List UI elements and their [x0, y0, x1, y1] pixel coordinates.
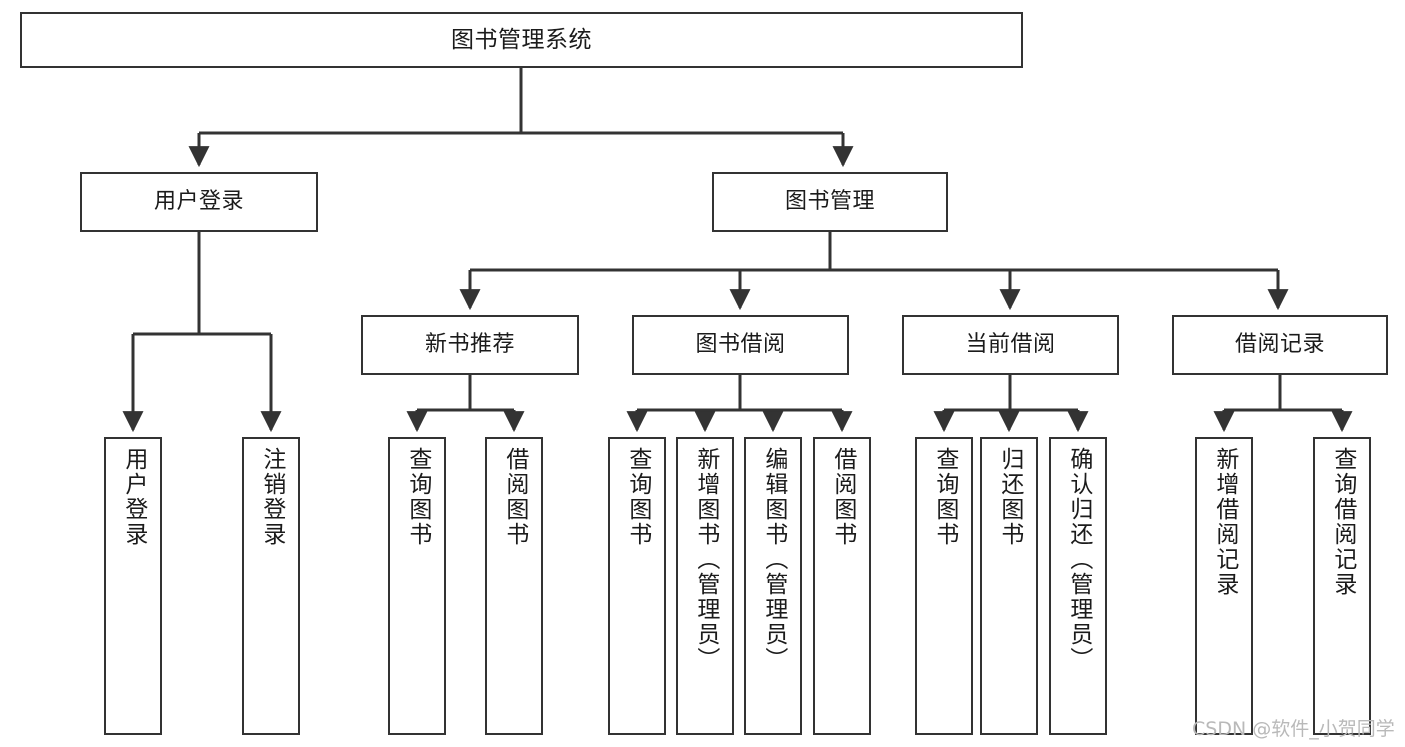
- leaf-logout[interactable]: 注销登录: [242, 437, 300, 735]
- node-user-login[interactable]: 用户登录: [80, 172, 318, 232]
- node-label: 借阅记录: [1234, 332, 1325, 358]
- node-label: 借阅图书: [501, 447, 528, 547]
- leaf-br-query-record[interactable]: 查询借阅记录: [1313, 437, 1371, 735]
- node-book-management[interactable]: 图书管理: [712, 172, 948, 232]
- leaf-cb-query-book[interactable]: 查询图书: [915, 437, 973, 735]
- node-label: 编辑图书（管理员）: [760, 447, 787, 672]
- node-label: 新书推荐: [424, 332, 515, 358]
- node-label: 归还图书: [996, 447, 1023, 547]
- leaf-bb-query-book[interactable]: 查询图书: [608, 437, 666, 735]
- node-current-borrow[interactable]: 当前借阅: [902, 315, 1119, 375]
- node-label: 注销登录: [258, 447, 285, 547]
- leaf-cb-return-book[interactable]: 归还图书: [980, 437, 1038, 735]
- node-label: 查询图书: [404, 447, 431, 547]
- leaf-br-add-record[interactable]: 新增借阅记录: [1195, 437, 1253, 735]
- node-label: 用户登录: [153, 189, 244, 215]
- node-label: 图书借阅: [695, 332, 786, 358]
- node-label: 图书管理系统: [451, 26, 592, 53]
- node-label: 新增借阅记录: [1211, 447, 1238, 597]
- node-root-system[interactable]: 图书管理系统: [20, 12, 1023, 68]
- node-label: 用户登录: [120, 447, 147, 547]
- node-label: 确认归还（管理员）: [1065, 447, 1092, 672]
- node-label: 查询图书: [624, 447, 651, 547]
- leaf-bb-add-book[interactable]: 新增图书（管理员）: [676, 437, 734, 735]
- node-label: 查询图书: [931, 447, 958, 547]
- node-book-borrow[interactable]: 图书借阅: [632, 315, 849, 375]
- node-label: 借阅图书: [829, 447, 856, 547]
- leaf-cb-confirm-return[interactable]: 确认归还（管理员）: [1049, 437, 1107, 735]
- leaf-bb-edit-book[interactable]: 编辑图书（管理员）: [744, 437, 802, 735]
- node-new-book-recommend[interactable]: 新书推荐: [361, 315, 579, 375]
- leaf-nb-query-book[interactable]: 查询图书: [388, 437, 446, 735]
- leaf-user-login[interactable]: 用户登录: [104, 437, 162, 735]
- node-label: 图书管理: [784, 189, 875, 215]
- watermark-text: CSDN @软件_小贺同学: [1192, 718, 1395, 740]
- leaf-nb-borrow-book[interactable]: 借阅图书: [485, 437, 543, 735]
- node-label: 当前借阅: [965, 332, 1056, 358]
- node-label: 查询借阅记录: [1329, 447, 1356, 597]
- leaf-bb-borrow-book[interactable]: 借阅图书: [813, 437, 871, 735]
- node-label: 新增图书（管理员）: [692, 447, 719, 672]
- node-borrow-record[interactable]: 借阅记录: [1172, 315, 1388, 375]
